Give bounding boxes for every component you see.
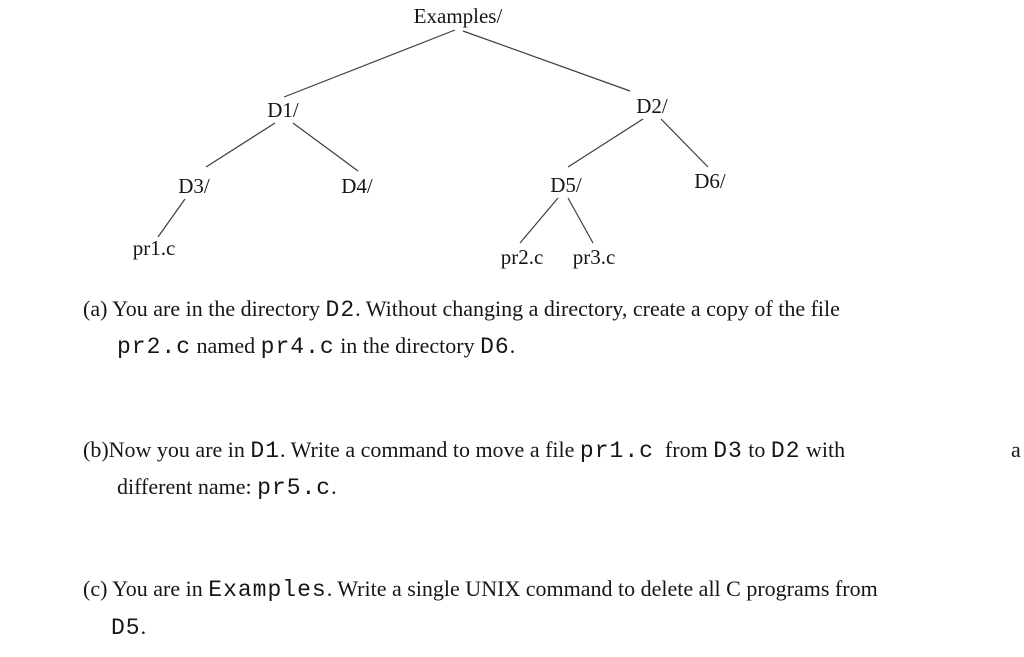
code-token-pr5c: pr5.c xyxy=(257,475,332,501)
question-c-line-2: D5. xyxy=(111,616,146,640)
text-segment: . xyxy=(509,333,516,358)
code-token-examples: Examples xyxy=(208,577,327,603)
tree-labels: Examples/ D1/ D2/ D3/ D4/ D5/ D6/ pr1.c … xyxy=(133,4,726,269)
tree-edge-examples-d1 xyxy=(283,29,456,98)
text-segment: . xyxy=(140,614,147,639)
text-segment: from xyxy=(653,437,714,462)
text-segment: . Write a single UNIX command to delete … xyxy=(326,576,878,601)
code-token-d3: D3 xyxy=(713,438,743,464)
tree-node-d1: D1/ xyxy=(267,98,299,122)
code-token-pr2c: pr2.c xyxy=(117,334,192,360)
text-segment: . Write a command to move a file xyxy=(280,437,580,462)
tree-edge-d2-d5 xyxy=(567,118,644,168)
text-segment: . xyxy=(331,474,337,499)
text-segment: in the directory xyxy=(334,333,481,358)
tree-node-examples: Examples/ xyxy=(414,4,503,28)
code-token-pr4c: pr4.c xyxy=(260,334,335,360)
tree-edges xyxy=(157,29,709,244)
question-b-line-2: different name: pr5.c. xyxy=(117,476,337,500)
tree-node-pr1c: pr1.c xyxy=(133,236,176,260)
question-a-line-1: (a) You are in the directory D2. Without… xyxy=(83,298,840,322)
text-segment: (b)Now you are in xyxy=(83,437,251,462)
code-token-d1: D1 xyxy=(250,438,281,464)
code-token-d6: D6 xyxy=(480,334,510,360)
question-c-line-1: (c) You are in Examples. Write a single … xyxy=(83,578,878,602)
tree-node-d6: D6/ xyxy=(694,169,726,193)
text-segment: to xyxy=(742,437,771,462)
tree-edge-d1-d3 xyxy=(205,122,276,168)
question-a-line-2: pr2.c named pr4.c in the directory D6. xyxy=(117,335,515,359)
text-segment: (c) You are in xyxy=(83,576,209,601)
question-b-stray-char: a xyxy=(1011,437,1021,462)
tree-edge-d5-pr3 xyxy=(567,197,594,244)
code-token-d2: D2 xyxy=(770,438,801,464)
tree-edge-examples-d2 xyxy=(462,30,631,92)
code-token-d5: D5 xyxy=(111,615,141,641)
text-segment: (a) You are in the directory xyxy=(83,296,326,321)
tree-node-d2: D2/ xyxy=(636,94,668,118)
text-segment: different name: xyxy=(117,474,258,499)
tree-edge-d5-pr2 xyxy=(519,197,559,244)
code-token-pr1c: pr1.c xyxy=(579,438,654,464)
tree-edge-d1-d4 xyxy=(292,122,359,172)
question-b-line-1: (b)Now you are in D1. Write a command to… xyxy=(83,439,845,463)
text-segment: with xyxy=(800,437,846,462)
tree-node-d3: D3/ xyxy=(178,174,210,198)
code-token-d2: D2 xyxy=(325,297,356,323)
directory-tree-diagram: Examples/ D1/ D2/ D3/ D4/ D5/ D6/ pr1.c … xyxy=(133,4,726,269)
tree-node-d4: D4/ xyxy=(341,174,373,198)
tree-edge-d2-d6 xyxy=(660,118,709,168)
tree-node-pr3c: pr3.c xyxy=(573,245,616,269)
tree-edge-d3-pr1 xyxy=(157,198,186,238)
text-segment: . Without changing a directory, create a… xyxy=(355,296,840,321)
tree-node-d5: D5/ xyxy=(550,173,582,197)
tree-node-pr2c: pr2.c xyxy=(501,245,544,269)
text-segment: named xyxy=(191,333,261,358)
